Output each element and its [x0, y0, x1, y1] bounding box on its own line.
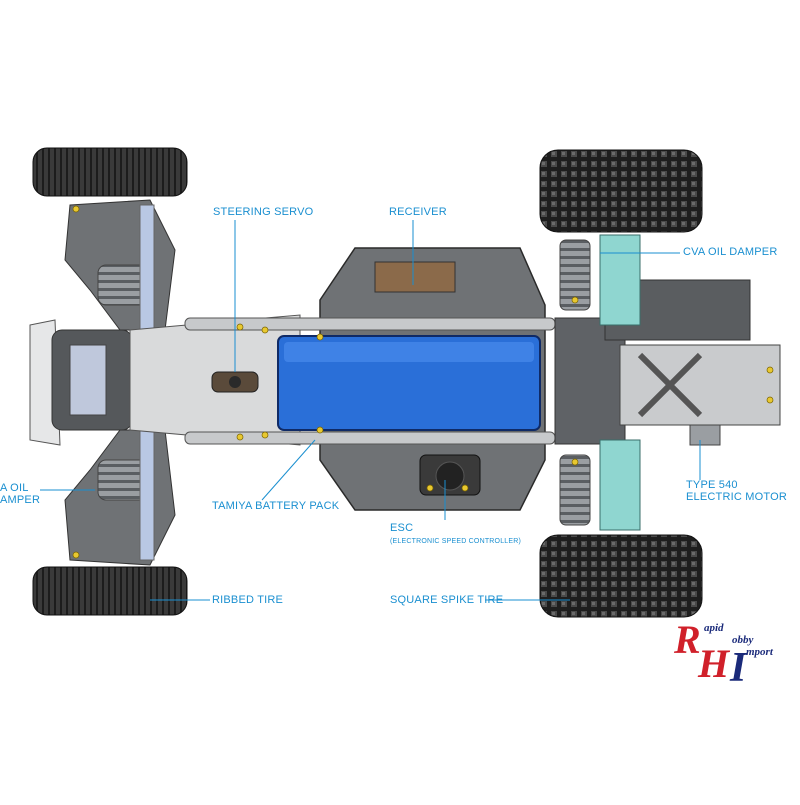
logo-letter-h: H — [698, 641, 730, 686]
rear-top-spike-tire — [539, 149, 703, 233]
rapid-hobby-import-logo: R H I apid obby mport — [672, 617, 792, 691]
ribbed-tire-label: RIBBED TIRE — [212, 594, 284, 606]
front-suspension — [64, 199, 176, 566]
rear-bottom-spike-tire — [539, 534, 703, 618]
type-540-label-line1: TYPE 540 — [686, 479, 738, 491]
leader-lines — [40, 220, 701, 601]
receiver-unit — [374, 261, 456, 293]
screw-heads — [72, 205, 774, 559]
receiver-label: RECEIVER — [389, 206, 447, 218]
logo-letter-r: R — [674, 617, 701, 662]
chassis-rails — [184, 317, 556, 445]
logo-word-rapid: apid — [704, 622, 724, 634]
front-bumper — [29, 319, 133, 446]
front-bottom-ribbed-tire — [32, 566, 188, 616]
esc-label: ESC — [390, 522, 414, 534]
square-spike-tire-label: SQUARE SPIKE TIRE — [390, 594, 504, 606]
battery-pack — [277, 335, 541, 431]
cva-oil-damper-left-label-2: AMPER — [0, 494, 41, 506]
front-top-ribbed-tire — [32, 147, 188, 197]
cva-oil-damper-left-label-1: A OIL — [0, 482, 29, 494]
logo-word-hobby: obby — [732, 634, 754, 646]
leader-battery — [261, 439, 316, 501]
tamiya-battery-pack-label: TAMIYA BATTERY PACK — [212, 500, 340, 512]
rear-dampers — [559, 234, 641, 531]
logo-letter-i: I — [730, 645, 747, 691]
esc-full-label: (ELECTRONIC SPEED CONTROLLER) — [390, 538, 522, 545]
logo-word-import: mport — [746, 646, 773, 658]
steering-plate — [129, 314, 301, 446]
cva-oil-damper-label: CVA OIL DAMPER — [683, 246, 778, 258]
steering-servo-label: STEERING SERVO — [213, 206, 314, 218]
type-540-label-line2: ELECTRIC MOTOR — [686, 491, 787, 503]
